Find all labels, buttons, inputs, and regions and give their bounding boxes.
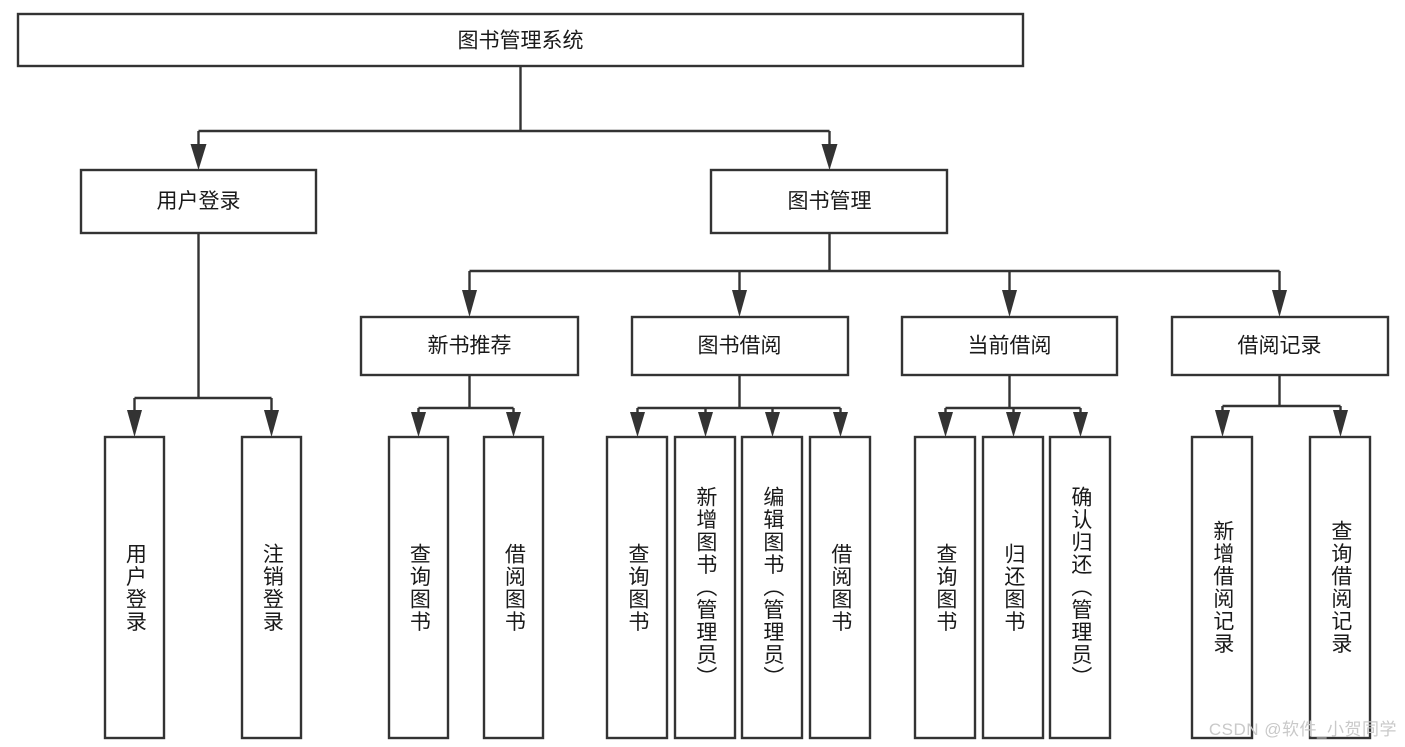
arrow-new-books-to-borrow [506,412,521,437]
arrow-book-mgmt-to-records [1272,290,1287,317]
watermark-text: CSDN @软件_小贺同学 [1208,720,1397,739]
leaf-12-box[interactable] [1308,435,1372,740]
leaf-box-group [103,435,1372,740]
arrow-user-login-to-logout [264,410,279,437]
arrow-new-books-to-query [411,412,426,437]
node-book-borrow[interactable]: 图书借阅 [630,315,850,377]
connector-group-current-borrow [938,375,1088,437]
arrow-root-to-user-login [190,144,207,170]
leaf-2-box[interactable] [387,435,450,740]
node-book-borrow-label: 图书借阅 [698,335,782,358]
node-borrow-records-box[interactable] [1170,315,1390,377]
connector-group-new-books [411,375,521,437]
node-user-login[interactable]: 用户登录 [79,168,318,235]
arrow-book-borrow-to-query [630,412,645,437]
node-book-management-label: 图书管理 [788,190,872,213]
arrow-current-borrow-to-return [1006,412,1021,437]
connector-group-book-borrow [630,375,848,437]
arrow-root-to-book-mgmt [821,144,838,170]
arrow-current-borrow-to-confirm [1073,412,1088,437]
leaf-3-box[interactable] [482,435,545,740]
node-book-borrow-box[interactable] [630,315,850,377]
node-user-login-label: 用户登录 [157,190,241,213]
node-current-borrow[interactable]: 当前借阅 [900,315,1119,377]
connector-group-book-mgmt [462,233,1287,317]
node-book-management[interactable]: 图书管理 [709,168,949,235]
node-book-management-box[interactable] [709,168,949,235]
leaf-8-box[interactable] [913,435,977,740]
node-root-box[interactable] [16,12,1025,68]
leaf-7-box[interactable] [808,435,872,740]
connector-group-user-login [127,233,279,437]
arrow-book-mgmt-to-current [1002,290,1017,317]
arrow-borrow-records-to-query [1333,410,1348,437]
node-new-book-recommend-label: 新书推荐 [428,335,512,358]
leaf-1-box[interactable] [240,435,303,740]
leaf-4-box[interactable] [605,435,669,740]
arrow-borrow-records-to-add [1215,410,1230,437]
leaf-6-box[interactable] [740,435,804,740]
node-root[interactable]: 图书管理系统 [16,12,1025,68]
leaf-10-box[interactable] [1048,435,1112,740]
leaf-0-box[interactable] [103,435,166,740]
leaf-5-box[interactable] [673,435,737,740]
arrow-user-login-to-login [127,410,142,437]
node-new-book-recommend[interactable]: 新书推荐 [359,315,580,377]
arrow-book-borrow-to-borrow [833,412,848,437]
arrow-book-mgmt-to-borrow [732,290,747,317]
arrow-current-borrow-to-query [938,412,953,437]
node-borrow-records[interactable]: 借阅记录 [1170,315,1390,377]
node-borrow-records-label: 借阅记录 [1238,335,1322,358]
node-root-label: 图书管理系统 [458,30,584,53]
node-current-borrow-box[interactable] [900,315,1119,377]
arrow-book-borrow-to-add [698,412,713,437]
connector-group-root [190,66,838,170]
node-current-borrow-label: 当前借阅 [968,335,1052,358]
leaf-11-box[interactable] [1190,435,1254,740]
node-user-login-box[interactable] [79,168,318,235]
connector-group-borrow-records [1215,375,1348,437]
arrow-book-borrow-to-edit [765,412,780,437]
leaf-9-box[interactable] [981,435,1045,740]
arrow-book-mgmt-to-new-books [462,290,477,317]
node-new-book-recommend-box[interactable] [359,315,580,377]
